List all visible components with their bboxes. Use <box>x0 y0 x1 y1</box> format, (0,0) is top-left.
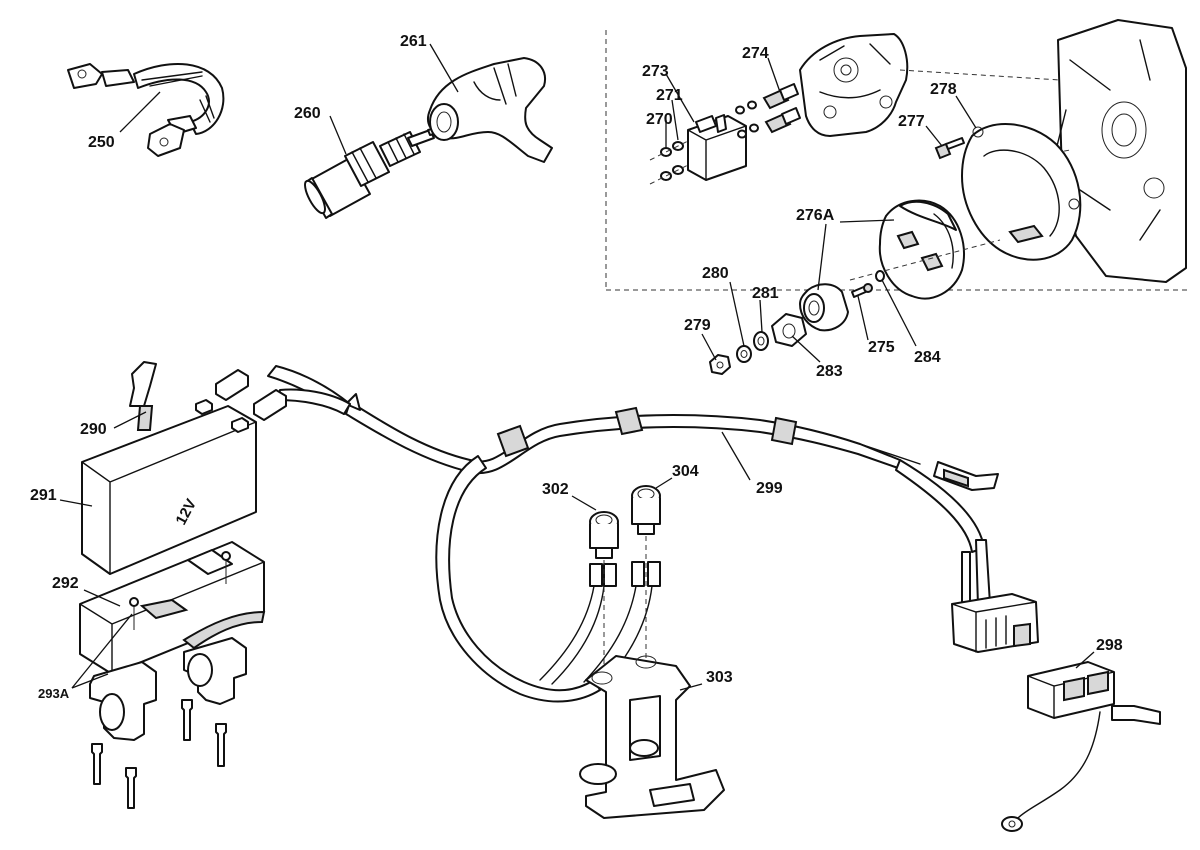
part-260-spark-plug <box>304 127 439 219</box>
callout-280: 280 <box>702 265 729 282</box>
callout-273: 273 <box>642 63 669 80</box>
callout-279: 279 <box>684 317 711 334</box>
callout-303: 303 <box>706 669 733 686</box>
part-293A-clamps <box>89 637 247 741</box>
callout-299: 299 <box>756 480 783 497</box>
panel-divider <box>605 30 1190 291</box>
callout-304: 304 <box>672 463 699 480</box>
part-279-nut <box>709 354 731 375</box>
callout-labels: 250 260 261 270 271 273 274 277 278 276A… <box>30 33 1123 701</box>
part-302-switch <box>589 511 619 587</box>
callout-260: 260 <box>294 105 321 122</box>
part-303-bracket <box>579 655 725 819</box>
callout-271: 271 <box>656 87 683 104</box>
callout-298: 298 <box>1096 637 1123 654</box>
part-293A-bolts <box>91 699 227 809</box>
callout-261: 261 <box>400 33 427 50</box>
callout-292: 292 <box>52 575 79 592</box>
callout-278: 278 <box>930 81 957 98</box>
part-270-271-washers <box>649 139 691 185</box>
part-290-strap <box>129 361 157 431</box>
part-275-284-bolt-washer <box>851 270 885 298</box>
callout-250: 250 <box>88 134 115 151</box>
callout-275: 275 <box>868 339 895 356</box>
part-277-screw <box>934 137 965 160</box>
callout-277: 277 <box>898 113 925 130</box>
engine-housing-left <box>799 33 909 137</box>
leader-lines <box>59 43 1095 691</box>
part-276A-hub <box>799 283 849 332</box>
part-278-stator-plate <box>961 123 1082 261</box>
part-292-battery-tray <box>79 541 266 675</box>
part-274-bolts <box>735 83 801 139</box>
callout-276A: 276A <box>796 207 835 224</box>
part-291-battery: 12V <box>81 399 257 575</box>
part-298-connector <box>1001 661 1161 832</box>
part-261-plug-cap <box>427 57 553 163</box>
part-304-switch <box>631 485 661 587</box>
part-299-wiring-harness <box>215 365 1039 703</box>
part-276A-flywheel <box>849 199 1001 300</box>
part-273-ignition-module <box>687 114 747 181</box>
part-280-washer <box>736 345 752 363</box>
callout-293A: 293A <box>38 686 70 701</box>
callout-291: 291 <box>30 487 57 504</box>
callout-281: 281 <box>752 285 779 302</box>
part-283-nut <box>771 313 807 347</box>
callout-270: 270 <box>646 111 673 128</box>
callout-283: 283 <box>816 363 843 380</box>
callout-274: 274 <box>742 45 769 62</box>
part-281-washer <box>753 331 769 351</box>
part-250-ground-strap <box>67 63 225 157</box>
callout-284: 284 <box>914 349 941 366</box>
callout-302: 302 <box>542 481 569 498</box>
callout-290: 290 <box>80 421 107 438</box>
